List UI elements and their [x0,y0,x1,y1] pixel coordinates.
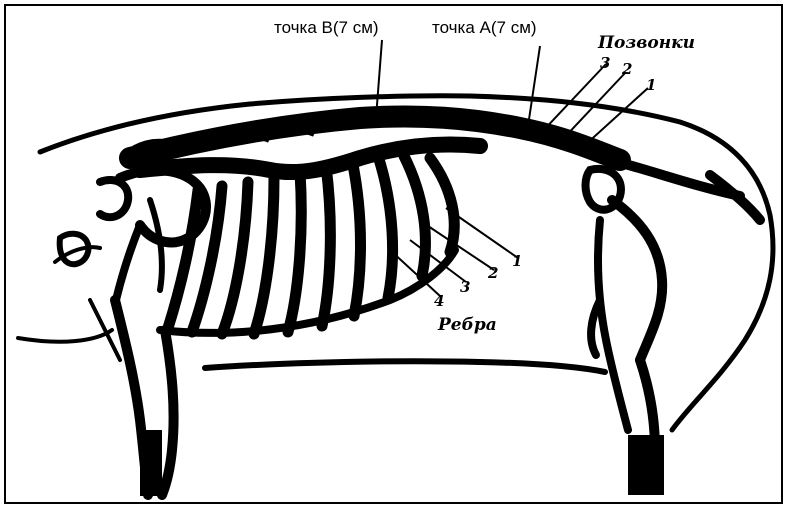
vertebra-2-leader [562,72,626,140]
rib-2-leader [428,226,494,270]
point-b-label: точка В(7 см) [274,18,379,37]
rib-number-3: 3 [460,278,470,296]
point-a-leader [528,46,540,126]
ribs-label: Ребра [437,315,497,335]
rib-cage [160,156,455,334]
rib-number-1: 1 [512,252,522,270]
vertebra-number-3: 3 [600,54,610,72]
hind-leg [586,169,761,495]
front-leg [115,300,174,496]
rib-number-4: 4 [434,292,444,310]
vertebra-1-leader [584,88,648,146]
point-a-label: точка А(7 см) [432,18,537,37]
vertebra-number-2: 2 [621,60,632,78]
vertebrae-label: Позвонки [597,33,695,53]
vertebra-number-1: 1 [646,76,656,94]
rib-number-2: 2 [487,264,498,282]
